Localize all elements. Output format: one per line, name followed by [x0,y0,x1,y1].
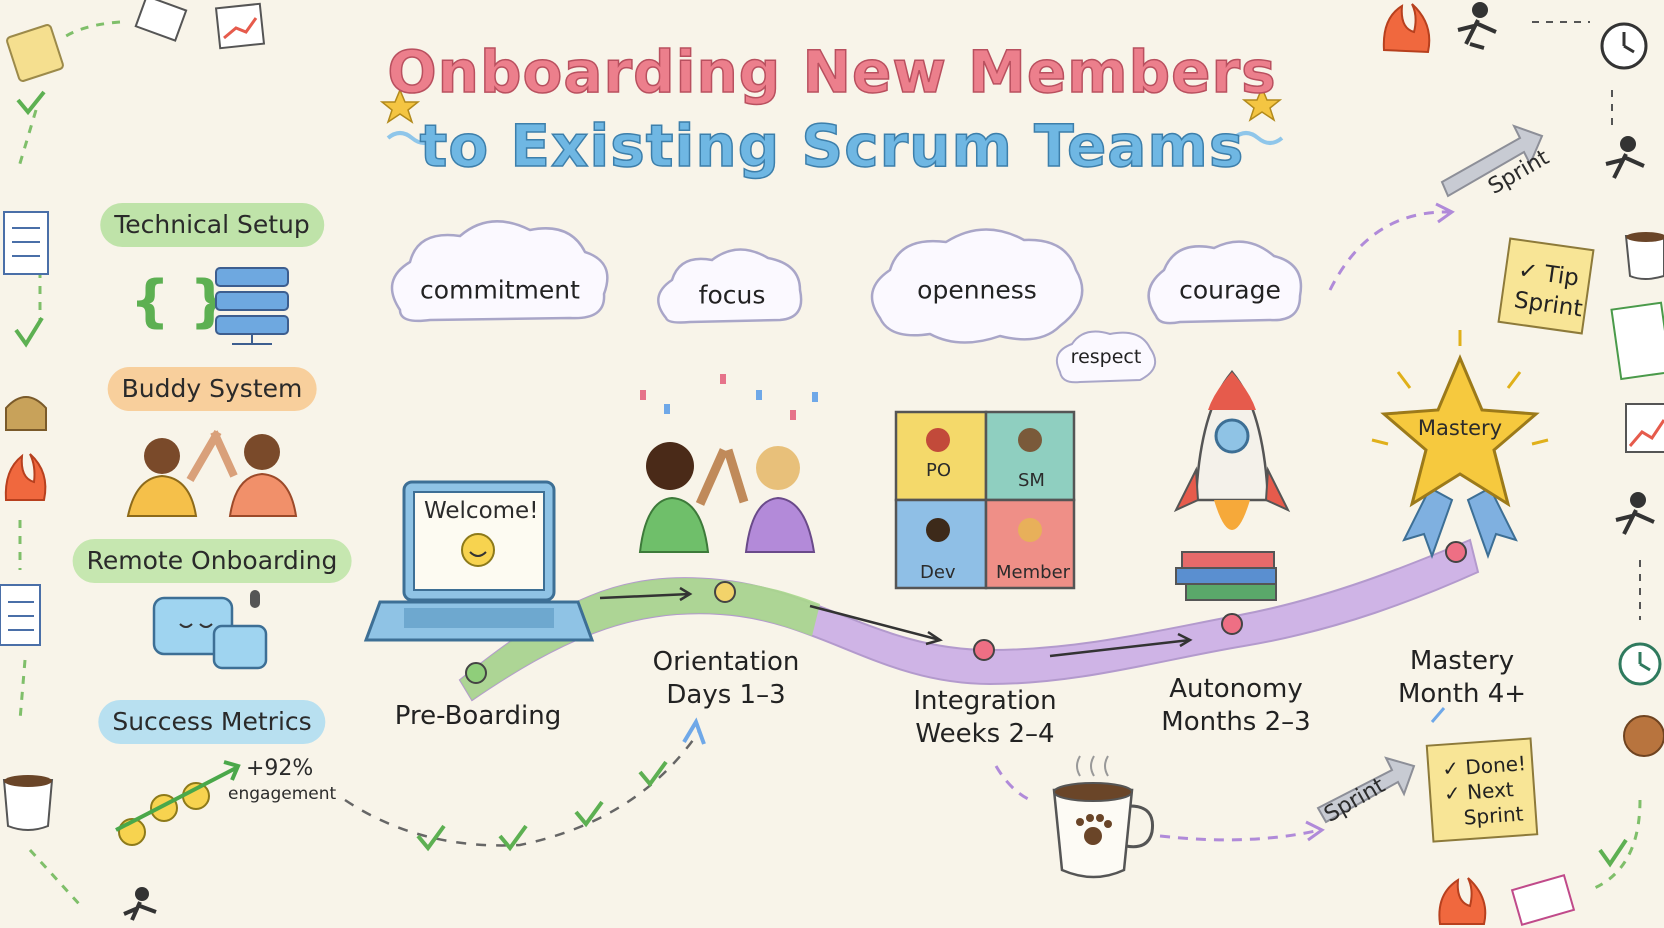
puzzle-label-dev: Dev [920,562,956,583]
section-success-metrics: Success Metrics [98,700,326,744]
cloud-commitment [390,220,609,323]
stage-duration: Weeks 2–4 [915,719,1055,749]
cloud-focus [657,248,803,324]
stage-pre-boarding: Pre-Boarding [395,700,561,733]
server-stack-icon [215,267,289,345]
chart-card-icon [214,2,266,50]
fire-icon [4,453,47,501]
clock-icon [1618,642,1662,686]
coffee-cup-icon [2,775,54,831]
checklist-icon [1610,301,1664,381]
page-title-line-2: to Existing Scrum Teams [419,111,1245,181]
svg-text:{ }: { } [130,269,229,334]
star-icon [379,88,421,124]
tip-sticky-note [1497,237,1595,335]
page-title-line-1: Onboarding New Members [387,37,1277,107]
puzzle-label-po: PO [926,460,952,481]
sticky-note-icon [6,24,64,82]
running-person-icon [1615,492,1655,535]
cloud-courage [1147,240,1303,325]
chart-card-icon [1625,403,1664,453]
puzzle-label-sm: SM [1018,470,1045,491]
stage-label: Orientation [652,647,800,677]
notebook-icon [1510,874,1576,926]
celebrating-people-icon [638,374,818,553]
stage-node-integration [973,639,995,661]
stage-duration: Month 4+ [1397,679,1527,709]
stage-autonomy: Autonomy Months 2–3 [1161,673,1310,739]
done-note-text: ✓ Done! ✓ Next Sprint [1441,751,1530,832]
stage-orientation: Orientation Days 1–3 [653,646,800,712]
fire-icon [1382,3,1431,54]
running-person-icon [1605,136,1645,179]
coffee-mug-icon [1052,755,1155,879]
stage-node-mastery [1445,541,1467,563]
puzzle-label-member: Member [996,562,1071,583]
running-person-icon [1457,2,1497,50]
section-technical-setup: Technical Setup [100,203,324,247]
stage-node-pre-boarding [465,662,487,684]
stage-duration: Days 1–3 [666,680,786,710]
metric-value: +92% [246,756,314,781]
chat-bubbles-icon [152,590,268,670]
stage-label: Mastery [1409,646,1515,676]
fire-icon [1438,877,1487,925]
cloud-openness [870,228,1084,344]
tip-note-text: ✓ Tip Sprint [1512,256,1588,325]
clock-icon [1600,22,1648,70]
cloud-respect [1056,330,1157,384]
section-remote-onboarding: Remote Onboarding [72,539,352,583]
done-sticky-note [1425,737,1539,843]
stage-node-orientation [714,581,736,603]
high-five-people-icon [126,429,298,517]
value-courage: courage [1179,275,1281,305]
checklist-icon [0,584,41,646]
stage-node-autonomy [1221,613,1243,635]
laptop-welcome-text: Welcome! [424,498,539,524]
mastery-star-icon [1371,330,1549,559]
metric-caption: engagement [228,784,337,804]
value-respect: respect [1070,346,1142,368]
stage-mastery: Mastery Month 4+ [1398,645,1526,711]
laptop-icon [363,480,595,642]
value-openness: openness [917,275,1037,305]
stage-label: Autonomy [1169,674,1303,704]
team-puzzle-icon [894,410,1076,590]
running-person-icon [123,887,157,921]
stage-duration: Months 2–3 [1161,707,1311,737]
checklist-icon [3,211,49,275]
rocket-icon [1173,370,1291,601]
ball-icon [1623,715,1664,757]
stage-label: Pre-Boarding [394,701,562,731]
value-commitment: commitment [420,275,580,305]
smiley-growth-icon [115,760,241,846]
mastery-star-label: Mastery [1417,416,1503,440]
stage-integration: Integration Weeks 2–4 [913,685,1056,751]
section-buddy-system: Buddy System [107,367,317,411]
value-focus: focus [698,280,766,310]
sprint-arrow-top [1440,124,1544,198]
stage-label: Integration [913,686,1057,716]
star-icon [1241,86,1283,122]
code-braces-icon: { } [130,269,229,334]
paper-icon [134,0,188,42]
sprint-arrow-bottom [1316,756,1416,824]
